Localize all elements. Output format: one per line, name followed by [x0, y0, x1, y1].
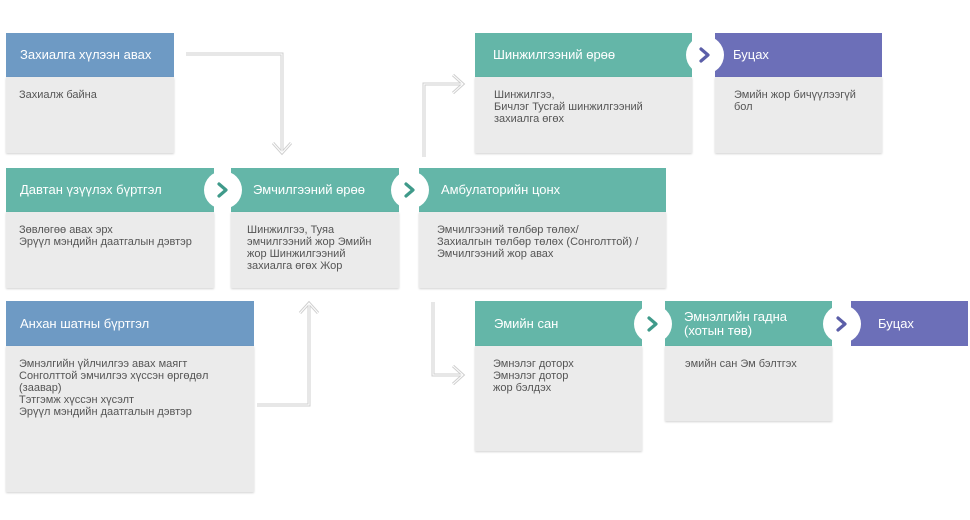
chevron-right-icon: [699, 47, 710, 63]
node-line: Захиалж байна: [19, 89, 97, 101]
connector-order-to-treatment: [186, 52, 293, 156]
node-line: Бичлэг Тусгай шинжилгээний: [494, 101, 643, 113]
chevron-right-icon: [404, 182, 415, 198]
node-line: Эмийн жор бичүүлээгүй: [734, 89, 856, 101]
node-title: Буцах: [851, 301, 968, 346]
node-body: Захиалж байна: [6, 77, 174, 153]
node-body: Эмчилгээний төлбөр төлөх/ Захиалгын төлб…: [419, 212, 666, 288]
chevron-badge: [686, 36, 724, 74]
node-line: Сонголттой эмчилгээ хүссэн өргөдөл: [19, 370, 209, 382]
chevron-badge: [204, 171, 242, 209]
node-line: жор бэлдэх: [493, 382, 552, 394]
node-title: Эмнэлгийн гадна (хотын төв): [665, 301, 832, 346]
node-line: жор Шинжилгээний: [247, 248, 346, 260]
node-primary-registration: Анхан шатны бүртгэл Эмнэлгийн үйлчилгээ …: [6, 301, 254, 492]
node-body: Зөвлөгөө авах эрх Эрүүл мэндийн даатгалы…: [6, 212, 214, 288]
node-body: Эмнэлгийн үйлчилгээ авах маягт Сонголтто…: [6, 346, 254, 492]
node-line: захиалга өгөх Жор: [247, 260, 343, 272]
node-line: (заавар): [19, 382, 62, 394]
node-body: эмийн сан Эм бэлтгэх: [665, 346, 832, 421]
node-line: Шинжилгээ, Туяа: [247, 224, 335, 236]
node-body: Шинжилгээ, Бичлэг Тусгай шинжилгээний за…: [475, 77, 692, 153]
chevron-right-icon: [647, 316, 658, 332]
node-lab-room: Шинжилгээний өрөө Шинжилгээ, Бичлэг Тусг…: [475, 33, 692, 153]
node-line: Захиалгын төлбөр төлөх (Сонголттой) /: [437, 236, 639, 248]
node-pharmacy: Эмийн сан Эмнэлэг доторх Эмнэлэг дотор ж…: [475, 301, 642, 451]
node-outside-hospital: Эмнэлгийн гадна (хотын төв) эмийн сан Эм…: [665, 301, 832, 421]
chevron-right-icon: [217, 182, 228, 198]
node-title: Буцах: [715, 33, 882, 77]
node-line: Шинжилгээ,: [494, 89, 555, 101]
node-title: Анхан шатны бүртгэл: [6, 301, 254, 346]
node-body: Эмийн жор бичүүлээгүй бол: [715, 77, 882, 153]
node-title: Эмчилгээний өрөө: [231, 168, 399, 212]
chevron-right-icon: [836, 316, 847, 332]
node-line: Эмчилгээний төлбөр төлөх/: [437, 224, 579, 236]
node-ambulatory-window: Амбулаторийн цонх Эмчилгээний төлбөр төл…: [419, 168, 666, 288]
node-line: захиалга өгөх: [494, 113, 565, 125]
node-order-receive: Захиалга хүлээн авах Захиалж байна: [6, 33, 174, 153]
node-repeat-registration: Давтан үзүүлэх бүртгэл Зөвлөгөө авах эрх…: [6, 168, 214, 288]
node-treatment-room: Эмчилгээний өрөө Шинжилгээ, Туяа эмчилгэ…: [231, 168, 399, 288]
node-line: эмчилгээний жор Эмийн: [247, 236, 372, 248]
node-line: Эмнэлэг доторх: [493, 358, 574, 370]
node-title: Эмийн сан: [475, 301, 642, 346]
node-body: Эмнэлэг доторх Эмнэлэг дотор жор бэлдэх: [475, 346, 642, 451]
chevron-badge: [634, 305, 672, 343]
node-return-bottom: Буцах: [851, 301, 968, 346]
node-line: бол: [734, 101, 753, 113]
node-line: Эмчилгээний жор авах: [437, 248, 554, 260]
node-title: Шинжилгээний өрөө: [475, 33, 692, 77]
node-line: Эрүүл мэндийн даатгалын дэвтэр: [19, 236, 192, 248]
node-title: Амбулаторийн цонх: [419, 168, 666, 212]
chevron-badge: [391, 171, 429, 209]
chevron-badge: [823, 305, 861, 343]
node-line: Эмнэлгийн үйлчилгээ авах маягт: [19, 358, 188, 370]
node-line: Зөвлөгөө авах эрх: [19, 224, 113, 236]
node-return-top: Буцах Эмийн жор бичүүлээгүй бол: [715, 33, 882, 153]
node-body: Шинжилгээ, Туяа эмчилгээний жор Эмийн жо…: [231, 212, 399, 288]
connector-ambulatory-to-pharmacy: [431, 302, 466, 386]
node-line: Тэтгэмж хүссэн хүсэлт: [19, 394, 135, 406]
node-line: Эмнэлэг дотор: [493, 370, 569, 382]
node-line: Эрүүл мэндийн даатгалын дэвтэр: [19, 406, 192, 418]
node-title-line: Эмнэлгийн гадна: [684, 308, 787, 324]
connector-ambulatory-to-lab: [422, 73, 466, 157]
node-title-line: (хотын төв): [684, 322, 753, 338]
node-line: эмийн сан Эм бэлтгэх: [685, 358, 797, 370]
node-title: Захиалга хүлээн авах: [6, 33, 174, 77]
node-title: Давтан үзүүлэх бүртгэл: [6, 168, 214, 212]
